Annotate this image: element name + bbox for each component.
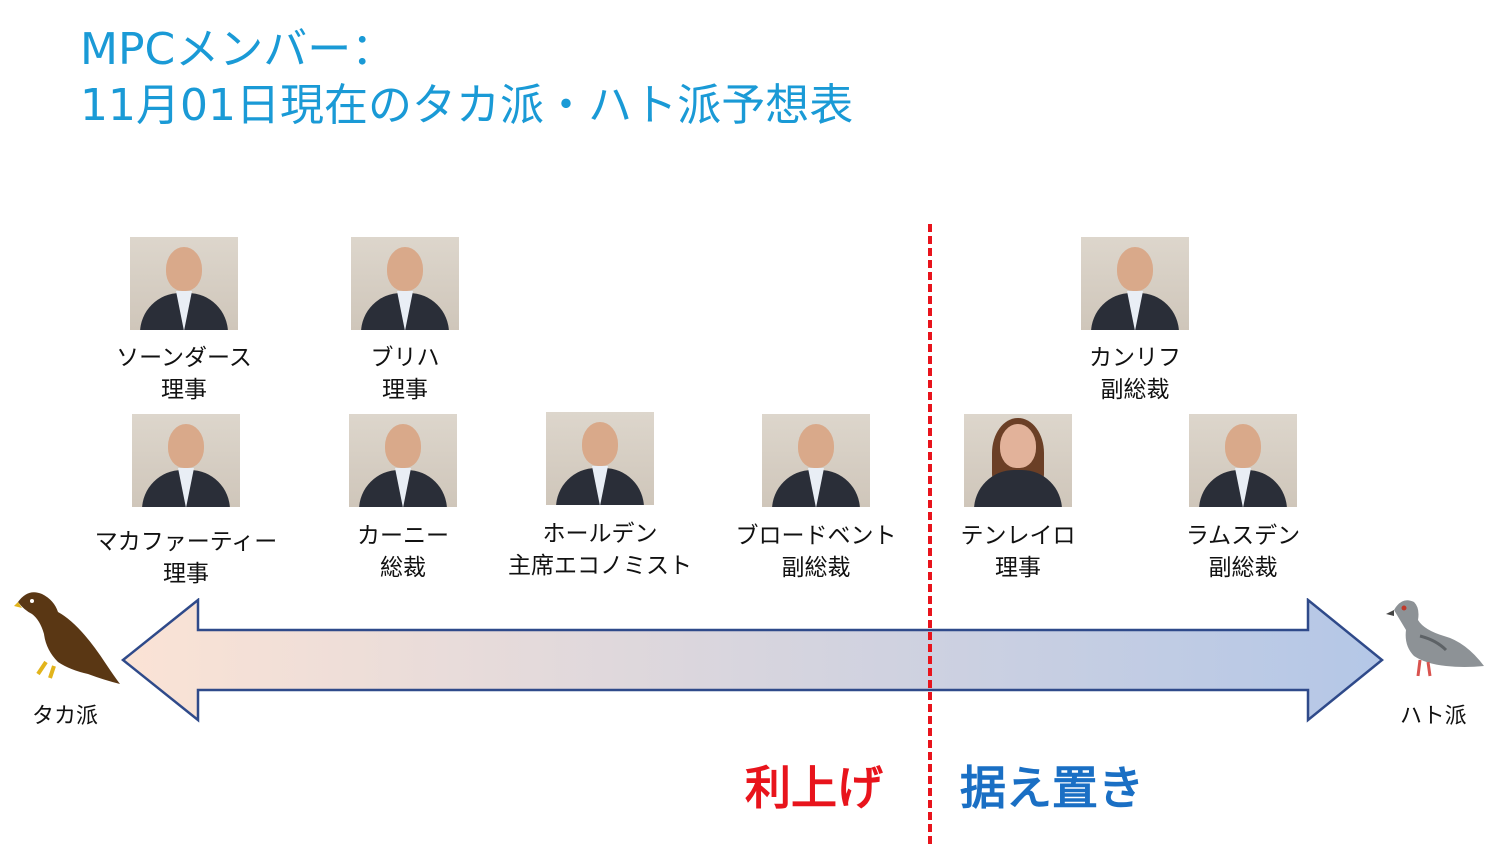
member-label-broadbent: ブロードベント 副総裁: [696, 520, 936, 584]
title-line-1: MPCメンバー：: [80, 24, 396, 75]
member-role: 主席エコノミスト: [508, 553, 692, 579]
member-name: テンレイロ: [960, 523, 1076, 549]
policy-divider-line: [928, 224, 932, 844]
hawk-label: タカ派: [32, 704, 99, 729]
rate-hike-label: 利上げ: [745, 761, 883, 815]
pigeon-icon: [1386, 600, 1484, 677]
hawk-dove-scale-arrow: [120, 598, 1384, 723]
member-name: カーニー: [357, 523, 449, 549]
member-name: ブロードベント: [735, 523, 897, 549]
member-label-tenreyro: テンレイロ 理事: [898, 520, 1138, 584]
member-photo-haldane: [546, 412, 654, 505]
member-role: 理事: [163, 561, 209, 587]
member-label-vlieghe: ブリハ 理事: [285, 342, 525, 406]
member-photo-carney: [349, 414, 457, 507]
member-photo-cunliffe: [1081, 237, 1189, 330]
dove-label: ハト派: [1400, 704, 1467, 729]
rate-hold-label: 据え置き: [960, 761, 1144, 815]
member-photo-saunders: [130, 237, 238, 330]
member-label-cunliffe: カンリフ 副総裁: [1015, 342, 1255, 406]
member-name: マカファーティー: [94, 529, 278, 555]
title-line-2: 11月01日現在のタカ派・ハト派予想表: [80, 80, 854, 131]
member-role: 総裁: [380, 555, 426, 581]
member-photo-ramsden: [1189, 414, 1297, 507]
hawk-icon: [14, 592, 120, 684]
page-title: MPCメンバー： 11月01日現在のタカ派・ハト派予想表: [80, 22, 853, 134]
member-role: 理事: [995, 555, 1041, 581]
member-name: ブリハ: [370, 345, 440, 371]
member-name: ホールデン: [542, 521, 658, 547]
member-photo-tenreyro: [964, 414, 1072, 507]
member-label-haldane: ホールデン 主席エコノミスト: [480, 518, 720, 582]
member-role: 理事: [382, 377, 428, 403]
member-photo-vlieghe: [351, 237, 459, 330]
member-label-ramsden: ラムスデン 副総裁: [1123, 520, 1363, 584]
member-role: 副総裁: [781, 555, 851, 581]
member-label-mccafferty: マカファーティー 理事: [66, 526, 306, 590]
member-role: 理事: [161, 377, 207, 403]
member-photo-mcCafferty: [132, 414, 240, 507]
member-name: ソーンダース: [116, 345, 252, 371]
member-label-saunders: ソーンダース 理事: [64, 342, 304, 406]
member-photo-broadbent: [762, 414, 870, 507]
member-name: ラムスデン: [1185, 523, 1301, 549]
member-role: 副総裁: [1208, 555, 1278, 581]
member-name: カンリフ: [1089, 345, 1181, 371]
member-label-carney: カーニー 総裁: [283, 520, 523, 584]
member-role: 副総裁: [1100, 377, 1170, 403]
